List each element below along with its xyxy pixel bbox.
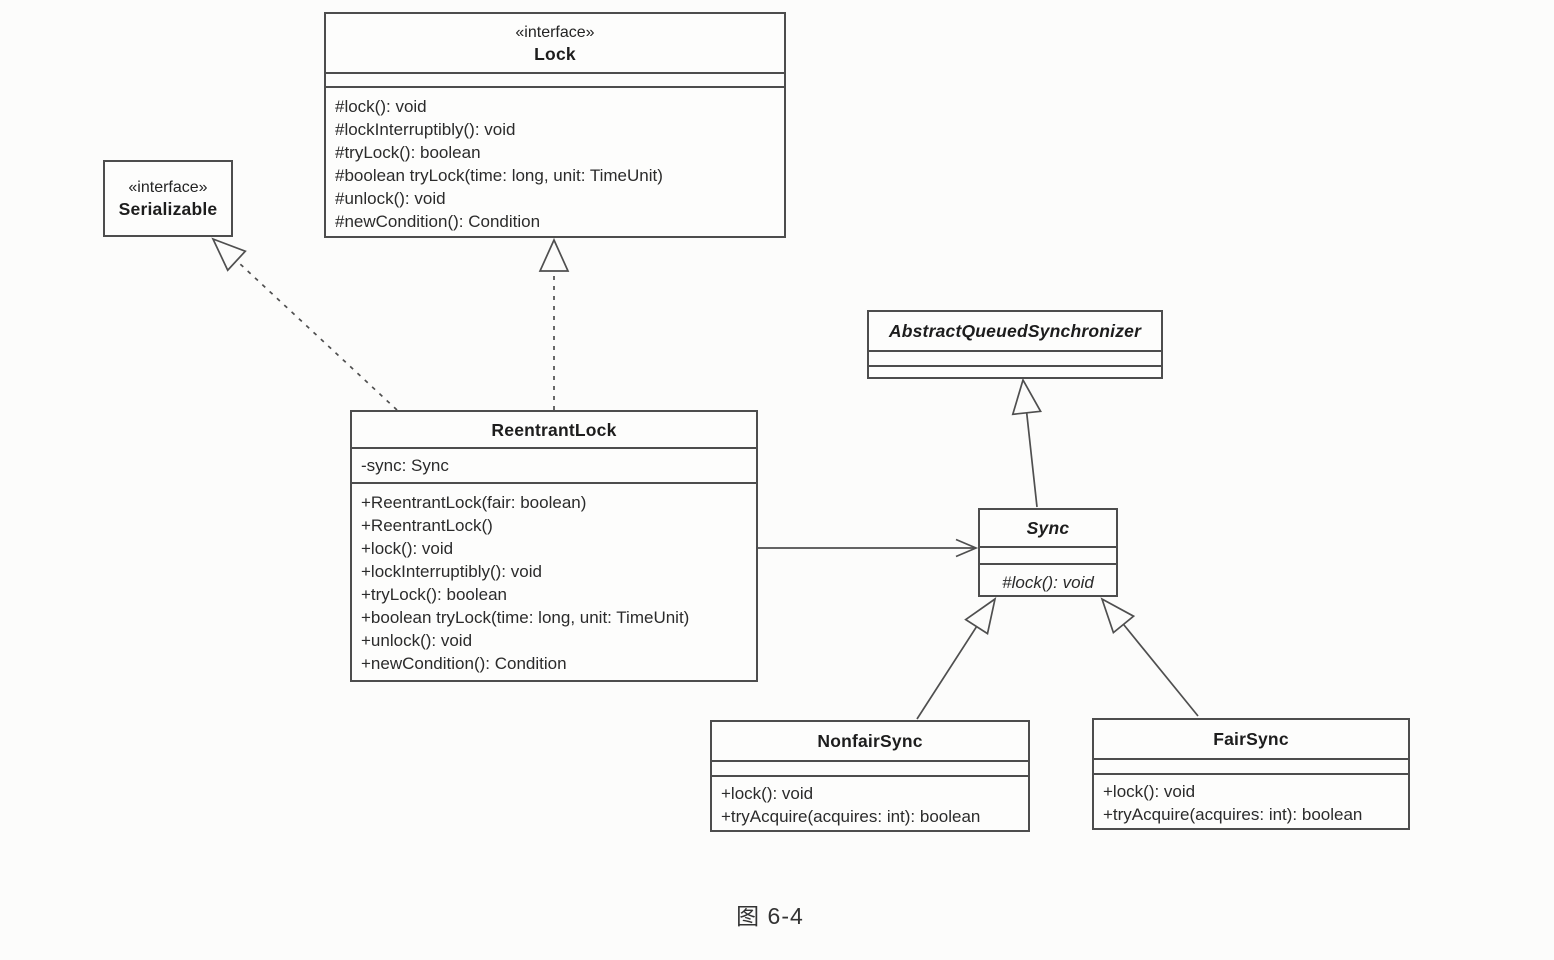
- methods-compartment-lock: #lock(): void #lockInterruptibly(): void #…: [326, 86, 784, 236]
- class-box-fairsync: FairSync +lock(): void +tryAcquire(acquir…: [1092, 718, 1410, 830]
- realization-arrow-reentrantlock-to-lock: [538, 237, 570, 410]
- generalization-arrow-sync-to-aqs: [1011, 377, 1042, 508]
- member-line: +lock(): void: [361, 539, 454, 558]
- class-box-nonfairsync: NonfairSync +lock(): void +tryAcquire(acq…: [710, 720, 1030, 832]
- member-line: +lock(): void: [1103, 782, 1196, 801]
- member-line: #unlock(): void: [335, 189, 446, 208]
- class-header-aqs: AbstractQueuedSynchronizer: [869, 312, 1161, 350]
- member-line: #tryLock(): boolean: [335, 143, 481, 162]
- member-line: +ReentrantLock(fair: boolean): [361, 493, 587, 512]
- methods-compartment-nonfairsync: +lock(): void +tryAcquire(acquires: int):…: [712, 775, 1028, 830]
- member-line: #newCondition(): Condition: [335, 212, 541, 231]
- class-box-lock: «interface» Lock #lock(): void #lockInter…: [324, 12, 786, 238]
- class-header-serializable: «interface» Serializable: [105, 162, 231, 235]
- class-header-sync: Sync: [980, 510, 1116, 546]
- attribute-line: -sync: Sync: [361, 456, 449, 475]
- attributes-compartment-fairsync: [1094, 758, 1408, 773]
- member-line: #lockInterruptibly(): void: [335, 120, 516, 139]
- member-line: +unlock(): void: [361, 631, 473, 650]
- stereotype-label: «interface»: [128, 179, 208, 196]
- class-box-reentrantlock: ReentrantLock -sync: Sync +ReentrantLock…: [350, 410, 758, 682]
- methods-compartment-fairsync: +lock(): void +tryAcquire(acquires: int):…: [1094, 773, 1408, 828]
- methods-compartment-reentrantlock: +ReentrantLock(fair: boolean) +ReentrantL…: [352, 482, 756, 680]
- class-header-fairsync: FairSync: [1094, 720, 1408, 758]
- member-line: #boolean tryLock(time: long, unit: TimeU…: [335, 166, 663, 185]
- association-arrow-reentrantlock-to-sync: [757, 538, 979, 558]
- class-name-reentrantlock: ReentrantLock: [491, 419, 617, 440]
- generalization-arrow-fairsync-to-sync: [1100, 597, 1199, 717]
- class-name-lock: Lock: [534, 43, 576, 64]
- member-line: +tryAcquire(acquires: int): boolean: [1103, 805, 1363, 824]
- member-line: +tryLock(): boolean: [361, 585, 507, 604]
- class-box-abstractqueuedsynchronizer: AbstractQueuedSynchronizer: [867, 310, 1163, 379]
- attributes-compartment-reentrantlock: -sync: Sync: [352, 447, 756, 482]
- realization-arrow-reentrantlock-to-serializable: [211, 237, 398, 411]
- methods-compartment-sync: #lock(): void: [980, 563, 1116, 595]
- member-line: +lockInterruptibly(): void: [361, 562, 542, 581]
- member-line: +tryAcquire(acquires: int): boolean: [721, 807, 981, 826]
- class-name-aqs: AbstractQueuedSynchronizer: [888, 321, 1142, 341]
- class-name-serializable: Serializable: [118, 199, 218, 219]
- class-header-nonfairsync: NonfairSync: [712, 722, 1028, 760]
- attributes-compartment-aqs: [869, 350, 1161, 365]
- attributes-compartment-sync: [980, 546, 1116, 563]
- member-line: +newCondition(): Condition: [361, 654, 567, 673]
- member-line: #lock(): void: [1002, 573, 1094, 592]
- stereotype-label: «interface»: [515, 23, 595, 41]
- class-box-sync: Sync #lock(): void: [978, 508, 1118, 597]
- member-line: +boolean tryLock(time: long, unit: TimeU…: [361, 608, 690, 627]
- class-box-serializable: «interface» Serializable: [103, 160, 233, 237]
- generalization-arrow-nonfairsync-to-sync: [916, 597, 997, 720]
- attributes-compartment-nonfairsync: [712, 760, 1028, 775]
- member-line: +ReentrantLock(): [361, 516, 493, 535]
- attributes-compartment-lock: [326, 72, 784, 86]
- class-header-reentrantlock: ReentrantLock: [352, 412, 756, 447]
- class-header-lock: «interface» Lock: [326, 14, 784, 72]
- class-name-fairsync: FairSync: [1213, 729, 1289, 749]
- class-name-sync: Sync: [1026, 518, 1070, 538]
- member-line: +lock(): void: [721, 784, 814, 803]
- figure-caption: 图 6-4: [736, 903, 804, 929]
- class-name-nonfairsync: NonfairSync: [817, 731, 923, 751]
- methods-compartment-aqs: [869, 365, 1161, 377]
- member-line: #lock(): void: [335, 97, 427, 116]
